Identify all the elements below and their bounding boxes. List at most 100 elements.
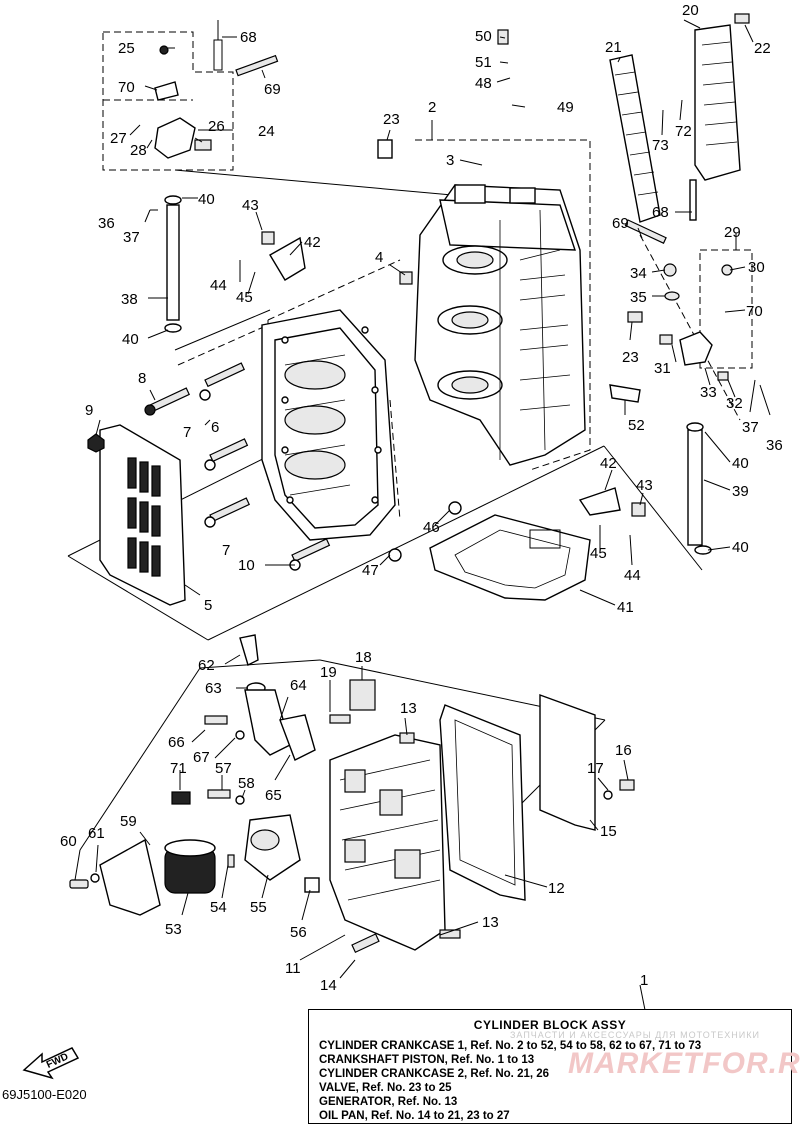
callout-42b: 42 [600,455,617,472]
callout-43b: 43 [636,477,653,494]
callout-46: 46 [423,519,440,536]
callout-71: 71 [170,760,187,777]
callout-67: 67 [193,749,210,766]
callout-32: 32 [726,395,743,412]
gasket-41 [429,514,591,601]
callout-20: 20 [682,2,699,19]
exhaust-cover-parts [609,13,750,223]
callout-11: 11 [285,960,301,977]
callout-8: 8 [138,370,146,387]
callout-13a: 13 [400,700,417,717]
callout-45b: 45 [590,545,607,562]
info-box-title: CYLINDER BLOCK ASSY [473,1018,627,1032]
callout-17: 17 [587,760,604,777]
callout-23b: 23 [622,349,639,366]
cylinder-block [414,184,586,466]
callout-68b: 68 [652,204,669,221]
info-box-line: CRANKSHAFT PISTON, Ref. No. 1 to 13 [319,1054,535,1066]
oil-filter-parts [69,814,320,916]
callout-1: 1 [640,972,648,989]
watermark: MARKETFOR.RU [568,1047,800,1080]
valve-assembly-29 [624,179,733,381]
callout-64: 64 [290,677,307,694]
callout-57: 57 [215,760,232,777]
callout-21: 21 [605,39,622,56]
callout-numbers: 1 2 3 4 5 6 7 7 8 9 10 11 12 13 13 14 15… [60,2,783,994]
fwd-arrow-icon: FWD [22,1047,80,1080]
callout-70a: 70 [118,79,135,96]
callout-62: 62 [198,657,215,674]
callout-39: 39 [732,483,749,500]
callout-49: 49 [557,99,574,116]
callout-70b: 70 [746,303,763,320]
info-box-line: OIL PAN, Ref. No. 14 to 21, 23 to 27 [319,1110,510,1122]
callout-37a: 37 [123,229,140,246]
callout-6: 6 [211,419,219,436]
callout-5: 5 [204,597,212,614]
misc-fasteners-upper [87,29,646,571]
plate-15 [539,694,596,831]
callout-40c: 40 [732,455,749,472]
callout-36a: 36 [98,215,115,232]
callout-40b: 40 [122,331,139,348]
callout-3: 3 [446,152,454,169]
callout-35: 35 [630,289,647,306]
callout-43a: 43 [242,197,259,214]
callout-44a: 44 [210,277,227,294]
crankcase-half [261,309,396,541]
callout-59: 59 [120,813,137,830]
callout-16: 16 [615,742,632,759]
assembly-info-box: CYLINDER BLOCK ASSY CYLINDER CRANKCASE 1… [308,1009,792,1124]
callout-58: 58 [238,775,255,792]
callout-2: 2 [428,99,436,116]
callout-27: 27 [110,130,127,147]
callout-7b: 7 [222,542,230,559]
callout-41: 41 [617,599,634,616]
callout-14: 14 [320,977,337,994]
callout-33: 33 [700,384,717,401]
oil-filler-parts [171,634,635,954]
cylinder-cover [99,424,186,606]
callout-12: 12 [548,880,565,897]
callout-40d: 40 [732,539,749,556]
callout-37b: 37 [742,419,759,436]
callout-36b: 36 [766,437,783,454]
oil-pan-body [329,734,446,951]
callout-52: 52 [628,417,645,434]
forward-direction-arrow: FWD [22,1040,82,1085]
callout-60: 60 [60,833,77,850]
callout-68a: 68 [240,29,257,46]
callout-26: 26 [208,118,225,135]
callout-73: 73 [652,137,669,154]
watermark-subtitle: ЗАПЧАСТИ И АКСЕССУАРЫ ДЛЯ МОТОТЕХНИКИ [510,1030,760,1040]
callout-31: 31 [654,360,671,377]
callout-10: 10 [238,557,255,574]
callout-61: 61 [88,825,105,842]
callout-13b: 13 [482,914,499,931]
gasket-12 [439,704,526,901]
callout-63: 63 [205,680,222,697]
callout-66: 66 [168,734,185,751]
callout-22: 22 [754,40,771,57]
info-box-line: VALVE, Ref. No. 23 to 25 [319,1082,452,1094]
callout-4: 4 [375,249,383,266]
callout-7a: 7 [183,424,191,441]
callout-24: 24 [258,123,275,140]
callout-25: 25 [118,40,135,57]
callout-40a: 40 [198,191,215,208]
catalog-code: 69J5100-E020 [2,1087,87,1102]
callout-48: 48 [475,75,492,92]
callout-69b: 69 [612,215,629,232]
callout-30: 30 [748,259,765,276]
info-box-line: CYLINDER CRANKCASE 1, Ref. No. 2 to 52, … [319,1040,702,1052]
valve-assembly-24 [154,20,279,159]
callout-34: 34 [630,265,647,282]
callout-9: 9 [85,402,93,419]
callout-47: 47 [362,562,379,579]
callout-23a: 23 [383,111,400,128]
callout-38: 38 [121,291,138,308]
hose-tubes [164,195,712,555]
callout-56: 56 [290,924,307,941]
leader-lines [74,19,771,1011]
